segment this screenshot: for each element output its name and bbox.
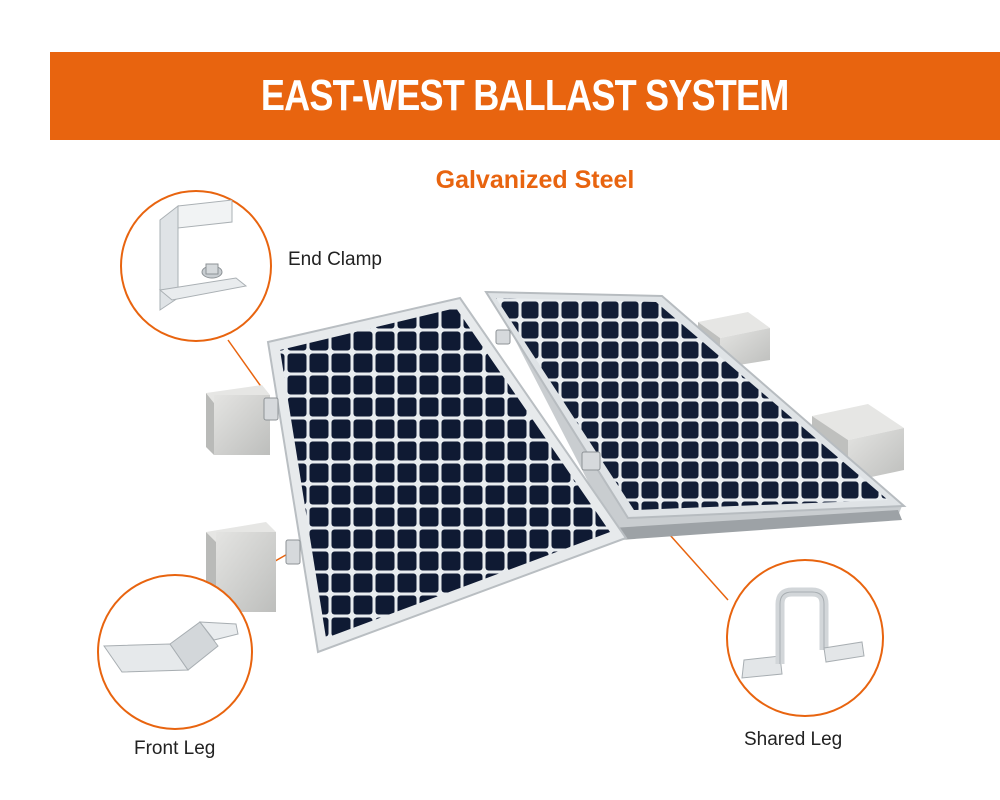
- front-leg-icon: [103, 621, 239, 673]
- ballast-block-rear-left: [206, 385, 270, 455]
- front-leg-callout: [97, 574, 253, 730]
- solar-panel-left: [266, 296, 628, 654]
- solar-panel-right: [484, 290, 907, 520]
- end-clamp-icon: [158, 199, 248, 311]
- material-subtitle: Galvanized Steel: [435, 166, 635, 194]
- shared-leg-icon: [741, 587, 865, 679]
- page-title: EAST-WEST BALLAST SYSTEM: [261, 71, 789, 120]
- front-leg-label: Front Leg: [134, 738, 216, 759]
- shared-leg-label: Shared Leg: [744, 729, 843, 750]
- end-clamp-label: End Clamp: [288, 249, 382, 270]
- shared-leg-callout: [726, 559, 884, 717]
- end-clamp-callout: [120, 190, 272, 342]
- panel-clamps: [263, 329, 601, 565]
- title-banner: EAST-WEST BALLAST SYSTEM: [50, 52, 1000, 140]
